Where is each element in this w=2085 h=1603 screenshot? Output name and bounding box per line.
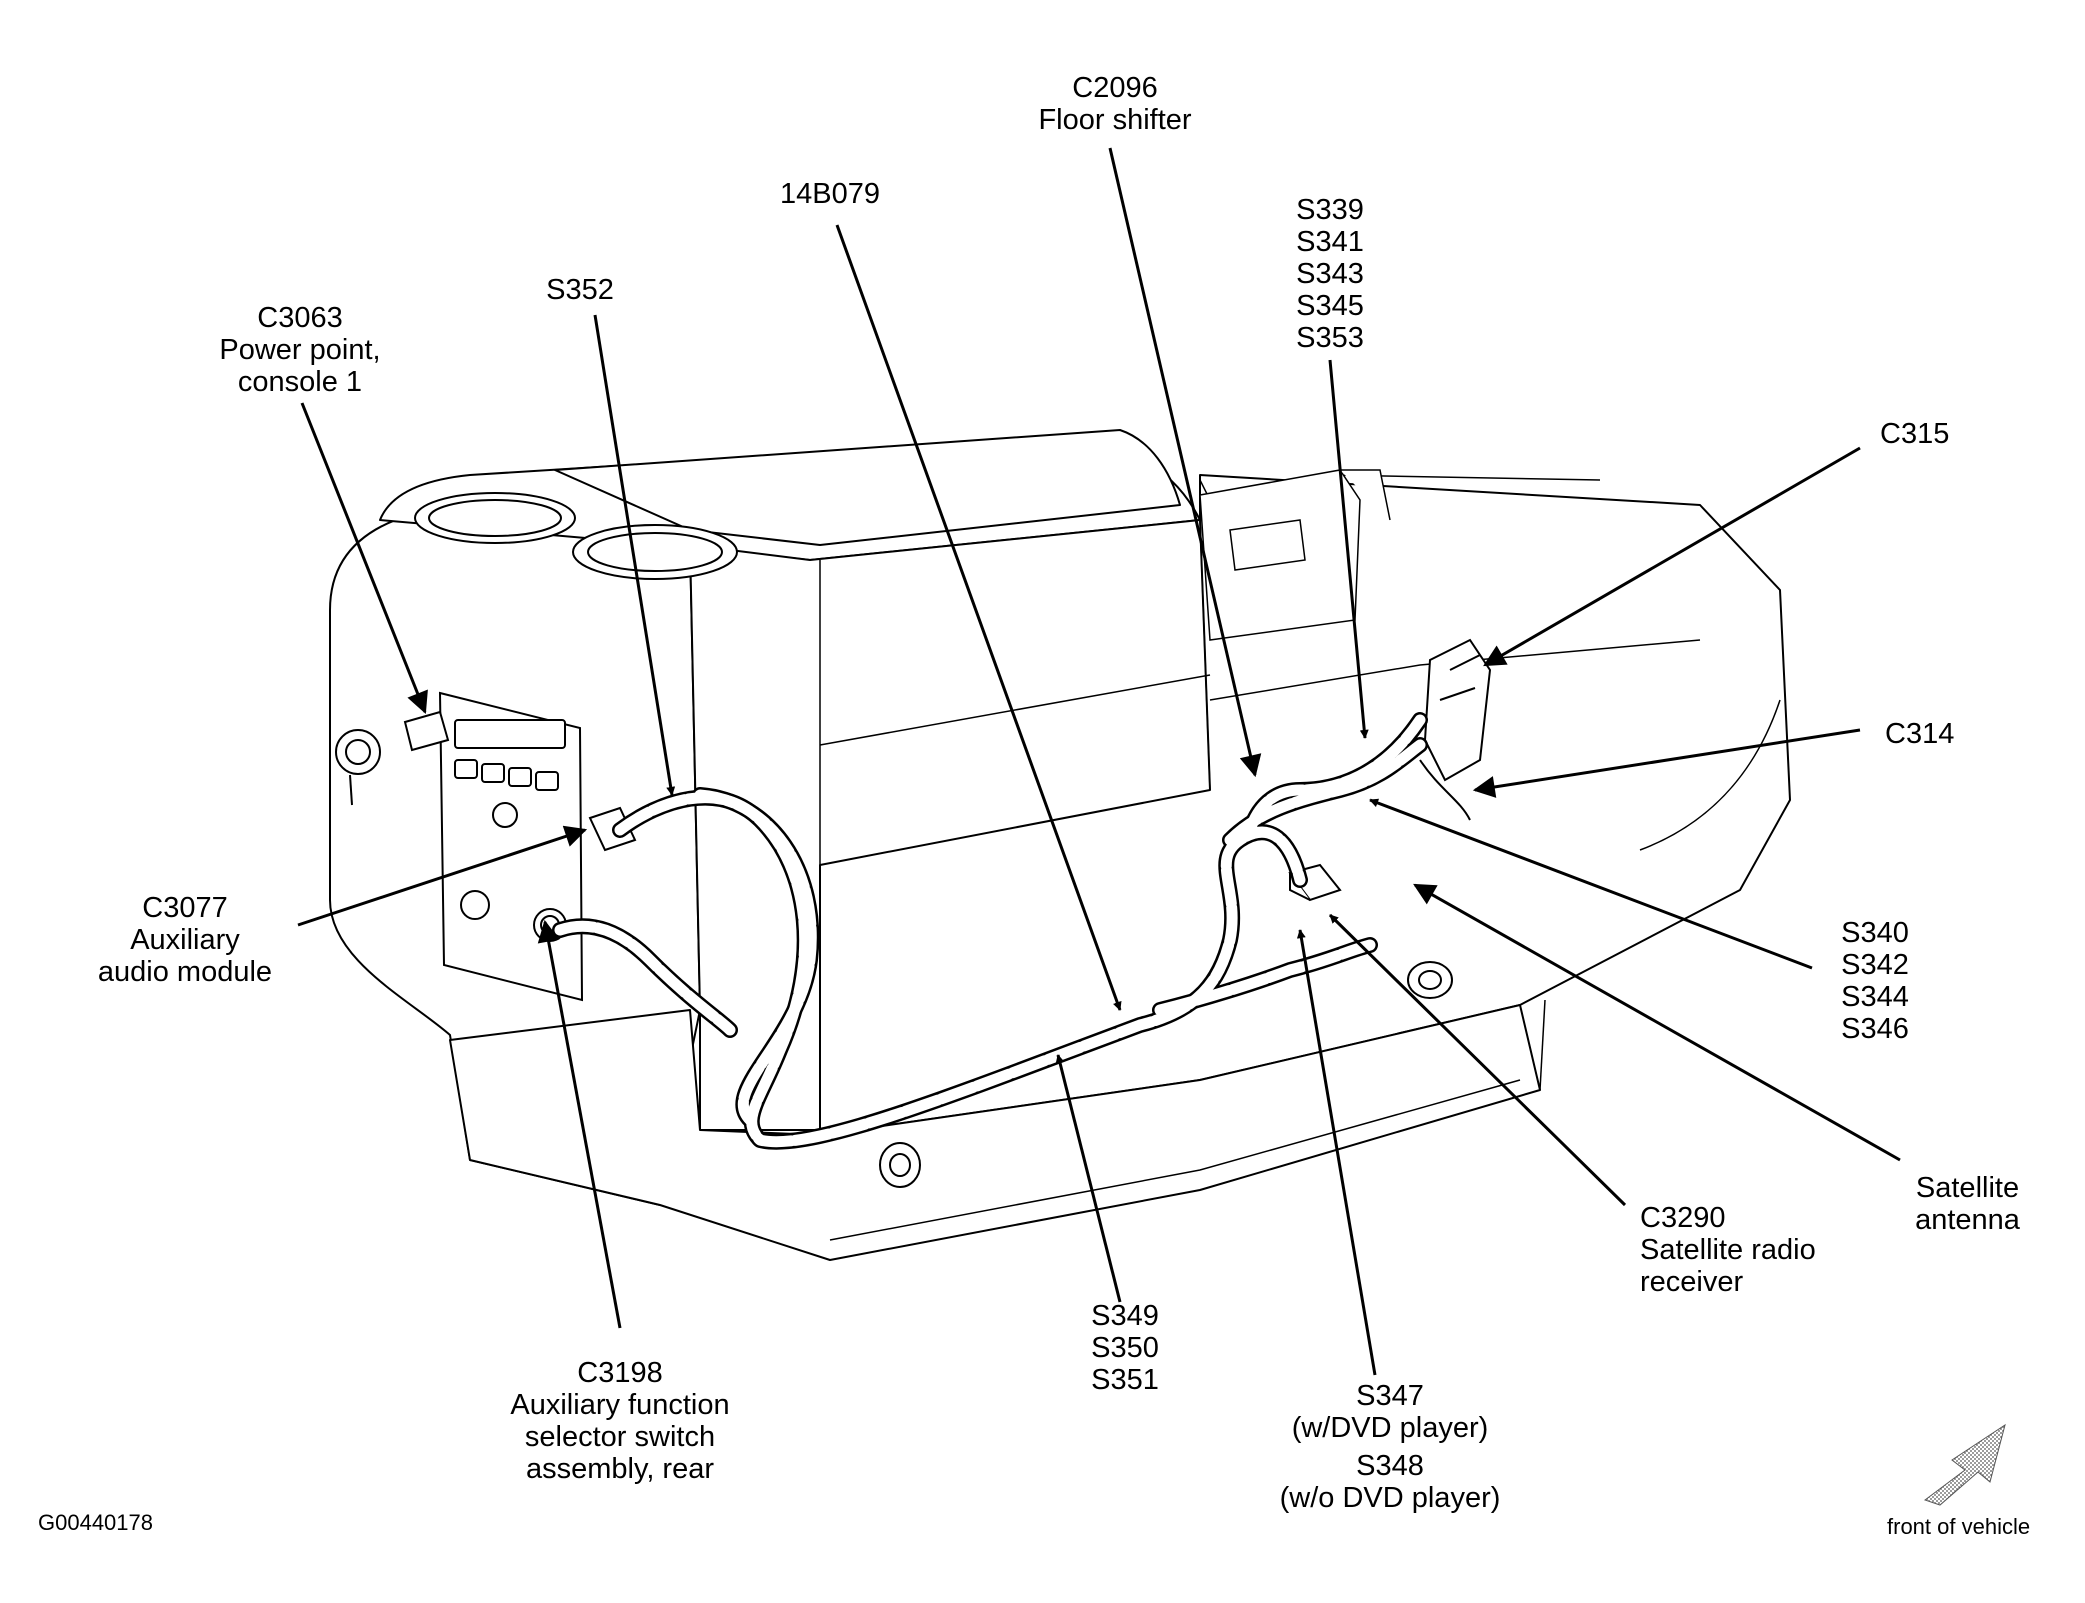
label-s339: S339	[1296, 194, 1364, 226]
label-s349-group: S349 S350 S351	[1070, 1300, 1180, 1396]
label-s340-group: S340 S342 S344 S346	[1820, 917, 1930, 1045]
label-14b079: 14B079	[765, 178, 895, 210]
label-s347: S347	[1356, 1380, 1424, 1412]
label-s351: S351	[1091, 1364, 1159, 1396]
leader-c3198	[537, 919, 622, 1329]
label-c3063-line: C3063	[257, 302, 343, 334]
label-satellite-antenna: Satellite antenna	[1895, 1172, 2040, 1236]
label-c3290: C3290 Satellite radio receiver	[1640, 1202, 1816, 1298]
label-s349: S349	[1091, 1300, 1159, 1332]
wiring-harness	[552, 712, 1428, 1142]
power-point-connector	[403, 710, 450, 752]
leader-c3063	[300, 402, 428, 715]
label-satellite-antenna-line: antenna	[1915, 1204, 2020, 1236]
cup-holders	[414, 492, 738, 580]
label-c3063-line: Power point,	[219, 334, 381, 366]
label-c3063: C3063 Power point, console 1	[195, 302, 405, 398]
label-c314-line: C314	[1885, 718, 1955, 750]
label-c3290-line: Satellite radio	[1640, 1234, 1816, 1266]
label-s352: S352	[525, 274, 635, 306]
label-c3077-line: audio module	[97, 956, 273, 988]
label-s348-note: (w/o DVD player)	[1279, 1482, 1501, 1514]
leader-c315	[1483, 446, 1861, 667]
label-s343: S343	[1296, 258, 1364, 290]
label-c2096: C2096 Floor shifter	[1025, 72, 1205, 136]
rear-control-panel	[438, 691, 584, 1002]
leader-14b079	[835, 224, 1122, 1011]
label-c3198: C3198 Auxiliary function selector switch…	[480, 1357, 760, 1485]
leader-lines	[297, 147, 1901, 1376]
label-s347-note: (w/DVD player)	[1291, 1412, 1489, 1444]
leader-c3077	[297, 825, 588, 927]
label-s346: S346	[1841, 1013, 1909, 1045]
leader-c3290	[1328, 913, 1627, 1207]
label-c3290-line: receiver	[1640, 1266, 1744, 1298]
label-s339-group: S339 S341 S343 S345 S353	[1280, 194, 1380, 354]
leader-s352	[593, 314, 676, 796]
label-c314: C314	[1885, 718, 1954, 750]
label-c2096-line: Floor shifter	[1038, 104, 1192, 136]
label-s345: S345	[1296, 290, 1364, 322]
leader-s339	[1328, 359, 1369, 739]
label-s340: S340	[1841, 917, 1909, 949]
label-c3077-line: C3077	[142, 892, 228, 924]
label-s348: S348	[1356, 1450, 1424, 1482]
armrest-lid	[554, 429, 1181, 546]
label-c3198-line: assembly, rear	[525, 1453, 715, 1485]
figure-id: G00440178	[38, 1510, 153, 1535]
label-s341: S341	[1296, 226, 1364, 258]
leader-satellite-antenna	[1413, 883, 1901, 1162]
mounting-bolts	[879, 961, 1453, 1188]
label-c2096-line: C2096	[1072, 72, 1158, 104]
label-s347-group: S347 (w/DVD player) S348 (w/o DVD player…	[1240, 1380, 1540, 1514]
front-of-vehicle-label: front of vehicle	[1887, 1514, 2031, 1539]
console-detail-lines	[689, 474, 1781, 1241]
label-c3198-line: selector switch	[524, 1421, 716, 1453]
label-c3063-line: console 1	[237, 366, 363, 398]
label-c3077: C3077 Auxiliary audio module	[80, 892, 290, 988]
leader-c314	[1472, 728, 1861, 798]
leader-s347	[1296, 929, 1377, 1376]
front-of-vehicle-arrow-icon	[1923, 1423, 2006, 1506]
console-skirt	[449, 1004, 1541, 1261]
label-c315-line: C315	[1880, 418, 1950, 450]
side-plug	[335, 729, 381, 806]
label-c3198-line: C3198	[577, 1357, 663, 1389]
label-s352-line: S352	[546, 274, 614, 306]
leader-s349	[1055, 1054, 1122, 1303]
label-14b079-line: 14B079	[780, 178, 880, 210]
label-c3077-line: Auxiliary	[130, 924, 240, 956]
label-s353: S353	[1296, 322, 1364, 354]
label-s344: S344	[1841, 981, 1909, 1013]
label-s350: S350	[1091, 1332, 1159, 1364]
label-s342: S342	[1841, 949, 1909, 981]
label-satellite-antenna-line: Satellite	[1915, 1172, 2020, 1204]
label-c315: C315	[1880, 418, 1949, 450]
label-c3198-line: Auxiliary function	[510, 1389, 730, 1421]
leader-c2096	[1108, 147, 1262, 778]
label-c3290-line: C3290	[1640, 1202, 1726, 1234]
leader-s340	[1369, 798, 1813, 970]
shifter-mechanism	[1199, 469, 1391, 641]
